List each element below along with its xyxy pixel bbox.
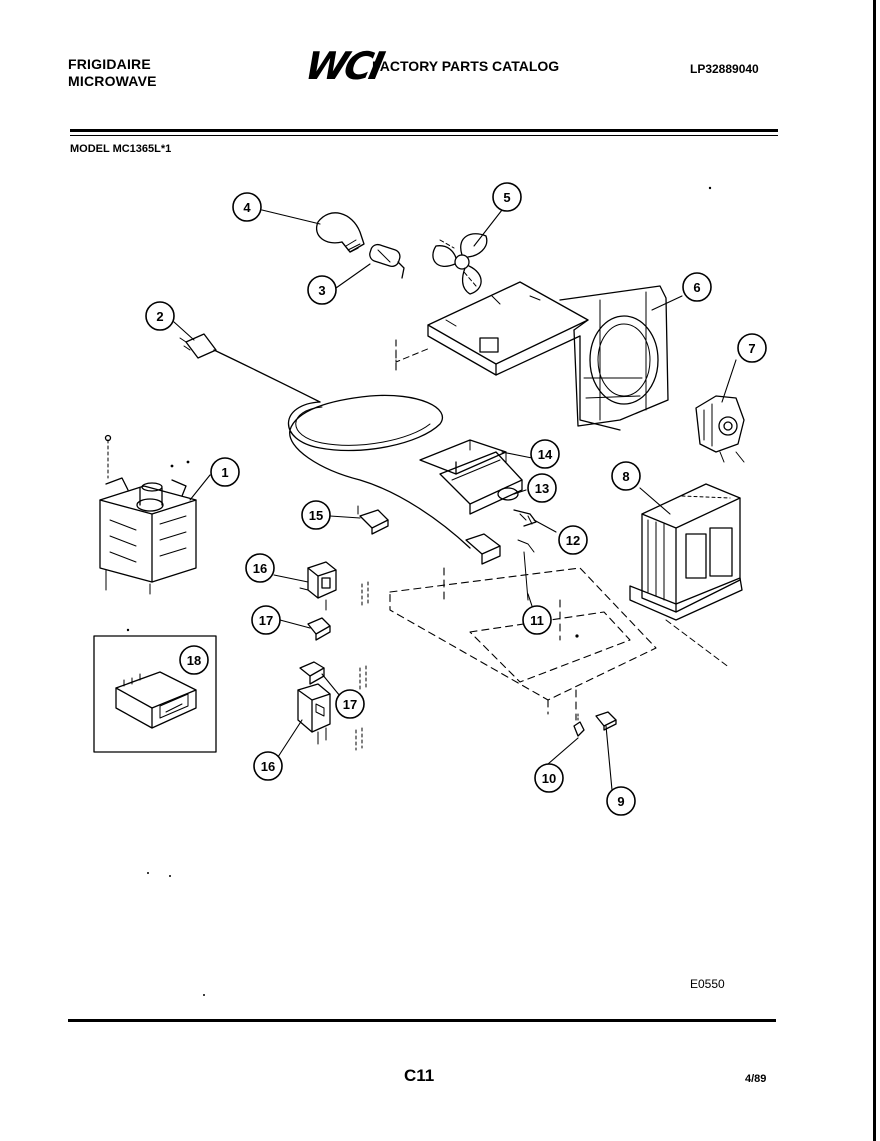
product-type: MICROWAVE [68,73,157,89]
callout-17-lower: 17 [335,689,365,719]
callout-16-lower-label: 16 [261,759,275,774]
callout-8: 8 [611,461,641,491]
brand-block: FRIGIDAIRE MICROWAVE [68,56,157,90]
fan-blade-part [432,233,488,295]
callout-16-upper: 16 [245,553,275,583]
callout-17-lower-label: 17 [343,697,357,712]
footer-rule [68,1019,776,1022]
hv-transformer-part [629,483,743,621]
callout-15: 15 [301,500,331,530]
header-rule [70,129,778,132]
callout-11-label: 11 [530,613,544,628]
thermal-protector-part [357,505,389,535]
hv-diode-part [513,509,537,527]
callout-7: 7 [737,333,767,363]
interlock-switch-lower-part [297,683,331,745]
interlock-switch-small-upper-part [307,617,331,641]
callout-14-label: 14 [538,447,553,462]
callout-4-label: 4 [243,200,251,215]
callout-16-upper-label: 16 [253,561,267,576]
brand-name: FRIGIDAIRE [68,56,151,72]
callout-16-lower: 16 [253,751,283,781]
hv-capacitor-part [439,451,523,515]
control-board-part [93,635,217,753]
fan-bracket-part [427,281,669,431]
callout-numbers: 1 2 3 4 5 6 7 8 9 10 11 12 13 14 15 16 1… [145,182,767,816]
lamp-bulb-part [316,212,365,253]
callout-7-label: 7 [748,341,755,356]
callout-5-label: 5 [503,190,510,205]
callout-3: 3 [307,275,337,305]
callout-9: 9 [606,786,636,816]
fuse-part [465,533,535,601]
callout-13-label: 13 [535,481,549,496]
scan-specks [126,186,712,996]
callout-12: 12 [558,525,588,555]
catalog-number: LP32889040 [690,62,759,76]
page-number: C11 [404,1066,435,1085]
callout-10: 10 [534,763,564,793]
callout-2-label: 2 [156,309,163,324]
callout-9-label: 9 [617,794,624,809]
switch-tabs [355,581,369,751]
callout-15-label: 15 [309,508,323,523]
callout-14: 14 [530,439,560,469]
page-border-right [873,0,876,1141]
callout-1-label: 1 [221,465,228,480]
transformer-leader [665,619,731,669]
callout-3-label: 3 [318,283,325,298]
screw-part [573,713,585,737]
interlock-switch-small-lower-part [299,661,325,685]
callout-18-label: 18 [187,653,201,668]
callout-6-label: 6 [693,280,700,295]
callout-4: 4 [232,192,262,222]
fan-motor-part [695,395,745,463]
callout-6: 6 [682,272,712,302]
callout-11: 11 [522,605,552,635]
model-number: MODEL MC1365L*1 [70,143,172,155]
lamp-socket-part [369,243,405,279]
callout-8-label: 8 [622,469,629,484]
callout-10-label: 10 [542,771,556,786]
interlock-switch-upper-part [299,561,337,611]
callout-17-upper-label: 17 [259,613,273,628]
callout-17-upper: 17 [251,605,281,635]
callout-13: 13 [527,473,557,503]
header-rule-thin [70,135,778,136]
callout-2: 2 [145,301,175,331]
leader-lines [173,209,737,791]
callout-5: 5 [492,182,522,212]
callout-1: 1 [210,457,240,487]
magnetron-part [99,434,197,595]
lamp-leader [395,339,431,363]
foot-part [595,711,617,731]
callout-18: 18 [179,645,209,675]
capacitor-bracket-part [419,439,507,475]
catalog-title: FACTORY PARTS CATALOG [372,58,560,74]
catalog-date: 4/89 [745,1073,767,1085]
diagram-code: E0550 [690,977,725,991]
power-cord-part [179,333,471,549]
callout-12-label: 12 [566,533,580,548]
